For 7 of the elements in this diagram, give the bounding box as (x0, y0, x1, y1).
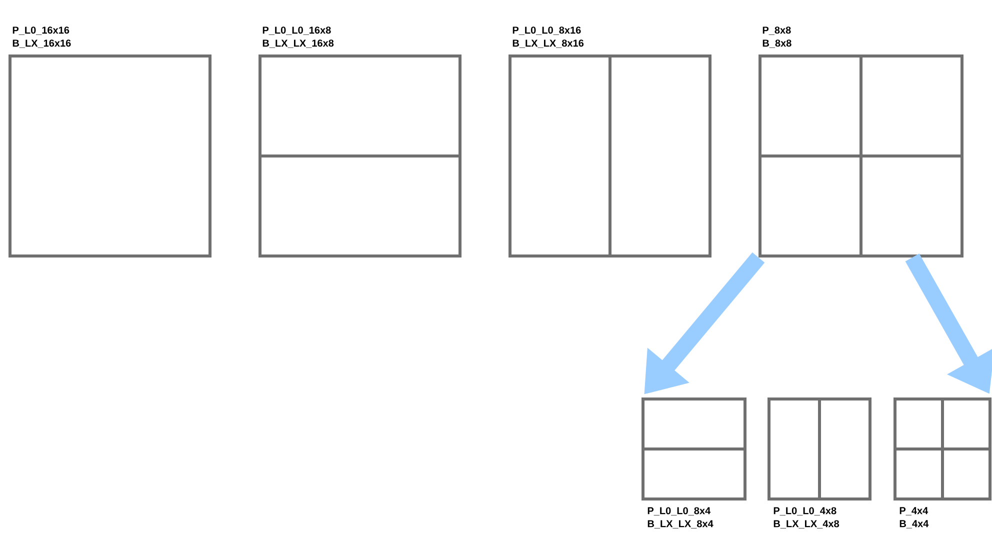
block-label: P_4x4 B_4x4 (900, 507, 929, 528)
block-label: P_L0_16x16 B_LX_16x16 (12, 26, 71, 48)
block-label: P_L0_L0_8x16 B_LX_LX_8x16 (512, 26, 584, 48)
block-label: P_L0_L0_16x8 B_LX_LX_16x8 (262, 26, 334, 48)
block-label: P_L0_L0_4x8 B_LX_LX_4x8 (774, 507, 840, 528)
block-label: P_8x8 B_8x8 (762, 26, 792, 48)
block-label: P_L0_L0_8x4 B_LX_LX_8x4 (648, 507, 714, 528)
